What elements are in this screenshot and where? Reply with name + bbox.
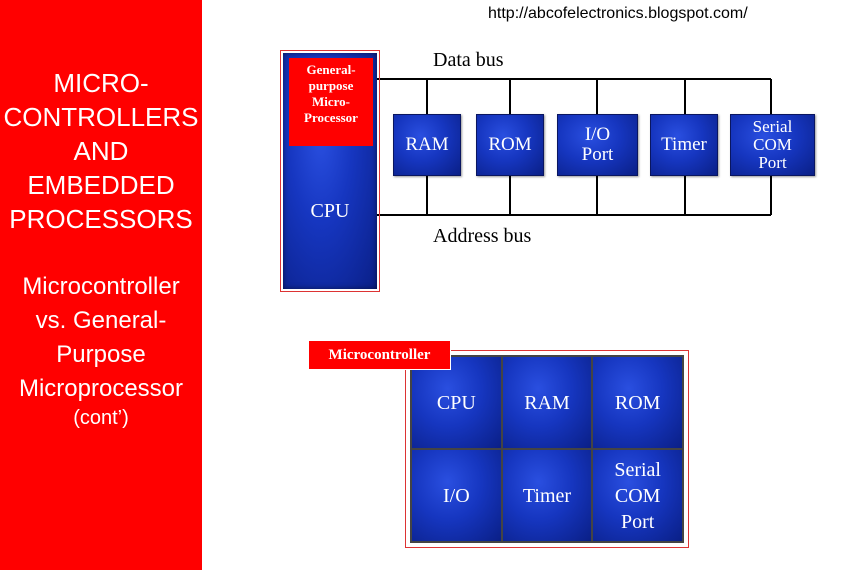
chip-label: I/O bbox=[584, 124, 611, 145]
io-port-chip: I/O Port bbox=[557, 114, 638, 176]
mc-cpu-cell: CPU bbox=[412, 357, 501, 448]
cell-label: RAM bbox=[524, 391, 570, 414]
general-purpose-processor-frame bbox=[280, 50, 380, 292]
mc-serial-com-port-cell: Serial COM Port bbox=[593, 450, 682, 541]
title-line: PROCESSORS bbox=[9, 204, 193, 234]
gp-label-line: Processor bbox=[304, 110, 358, 125]
left-title-panel bbox=[0, 0, 202, 570]
cell-label: ROM bbox=[614, 391, 661, 414]
title-line: EMBEDDED bbox=[27, 170, 175, 200]
gp-label-line: General- bbox=[306, 62, 356, 77]
address-bus-label: Address bus bbox=[433, 225, 532, 247]
microcontroller-frame bbox=[405, 350, 689, 548]
cell-label: Serial bbox=[614, 458, 661, 481]
chip-label: COM bbox=[753, 135, 792, 154]
cell-label: CPU bbox=[436, 391, 476, 414]
chip-label: Port bbox=[758, 153, 787, 172]
mc-timer-cell: Timer bbox=[502, 450, 592, 541]
title-line: CONTROLLERS bbox=[3, 102, 199, 132]
data-bus-label: Data bus bbox=[433, 49, 504, 71]
gp-label-line: purpose bbox=[308, 78, 354, 93]
mc-ram-cell: RAM bbox=[502, 357, 592, 448]
general-purpose-label: General- purpose Micro- Processor bbox=[289, 58, 373, 146]
slide-title: MICRO- CONTROLLERS AND EMBEDDED PROCESSO… bbox=[0, 66, 202, 236]
chip-label: Port bbox=[581, 144, 614, 165]
chip-label: Serial bbox=[752, 117, 793, 136]
cell-label: Port bbox=[620, 510, 655, 533]
gp-label-line: Micro- bbox=[311, 94, 351, 109]
cpu-label: CPU bbox=[310, 200, 350, 222]
title-line: MICRO- bbox=[53, 68, 149, 98]
slide-subtitle: Microcontroller vs. General- Purpose Mic… bbox=[0, 270, 202, 430]
timer-chip: Timer bbox=[650, 114, 718, 176]
cell-label: COM bbox=[614, 484, 661, 507]
serial-com-port-chip: Serial COM Port bbox=[730, 114, 815, 176]
subtitle-line: Microprocessor bbox=[18, 375, 184, 402]
chip-label: ROM bbox=[488, 134, 532, 155]
title-line: AND bbox=[73, 136, 129, 166]
chip-label: RAM bbox=[405, 134, 449, 155]
rom-chip: ROM bbox=[476, 114, 544, 176]
microcontroller-grid: CPU RAM ROM I/O Timer Serial COM Port bbox=[410, 355, 684, 543]
cell-label: I/O bbox=[442, 484, 470, 507]
subtitle-note: (cont’) bbox=[73, 407, 129, 429]
mc-io-cell: I/O bbox=[412, 450, 501, 541]
ram-chip: RAM bbox=[393, 114, 461, 176]
subtitle-line: Purpose bbox=[56, 341, 146, 368]
subtitle-line: vs. General- bbox=[35, 307, 167, 334]
cell-label: Timer bbox=[522, 484, 572, 507]
source-url: http://abcofelectronics.blogspot.com/ bbox=[488, 5, 748, 22]
chip-label: Timer bbox=[661, 134, 707, 155]
subtitle-line: Microcontroller bbox=[22, 273, 180, 300]
mc-rom-cell: ROM bbox=[593, 357, 682, 448]
microcontroller-label: Microcontroller bbox=[308, 340, 451, 370]
